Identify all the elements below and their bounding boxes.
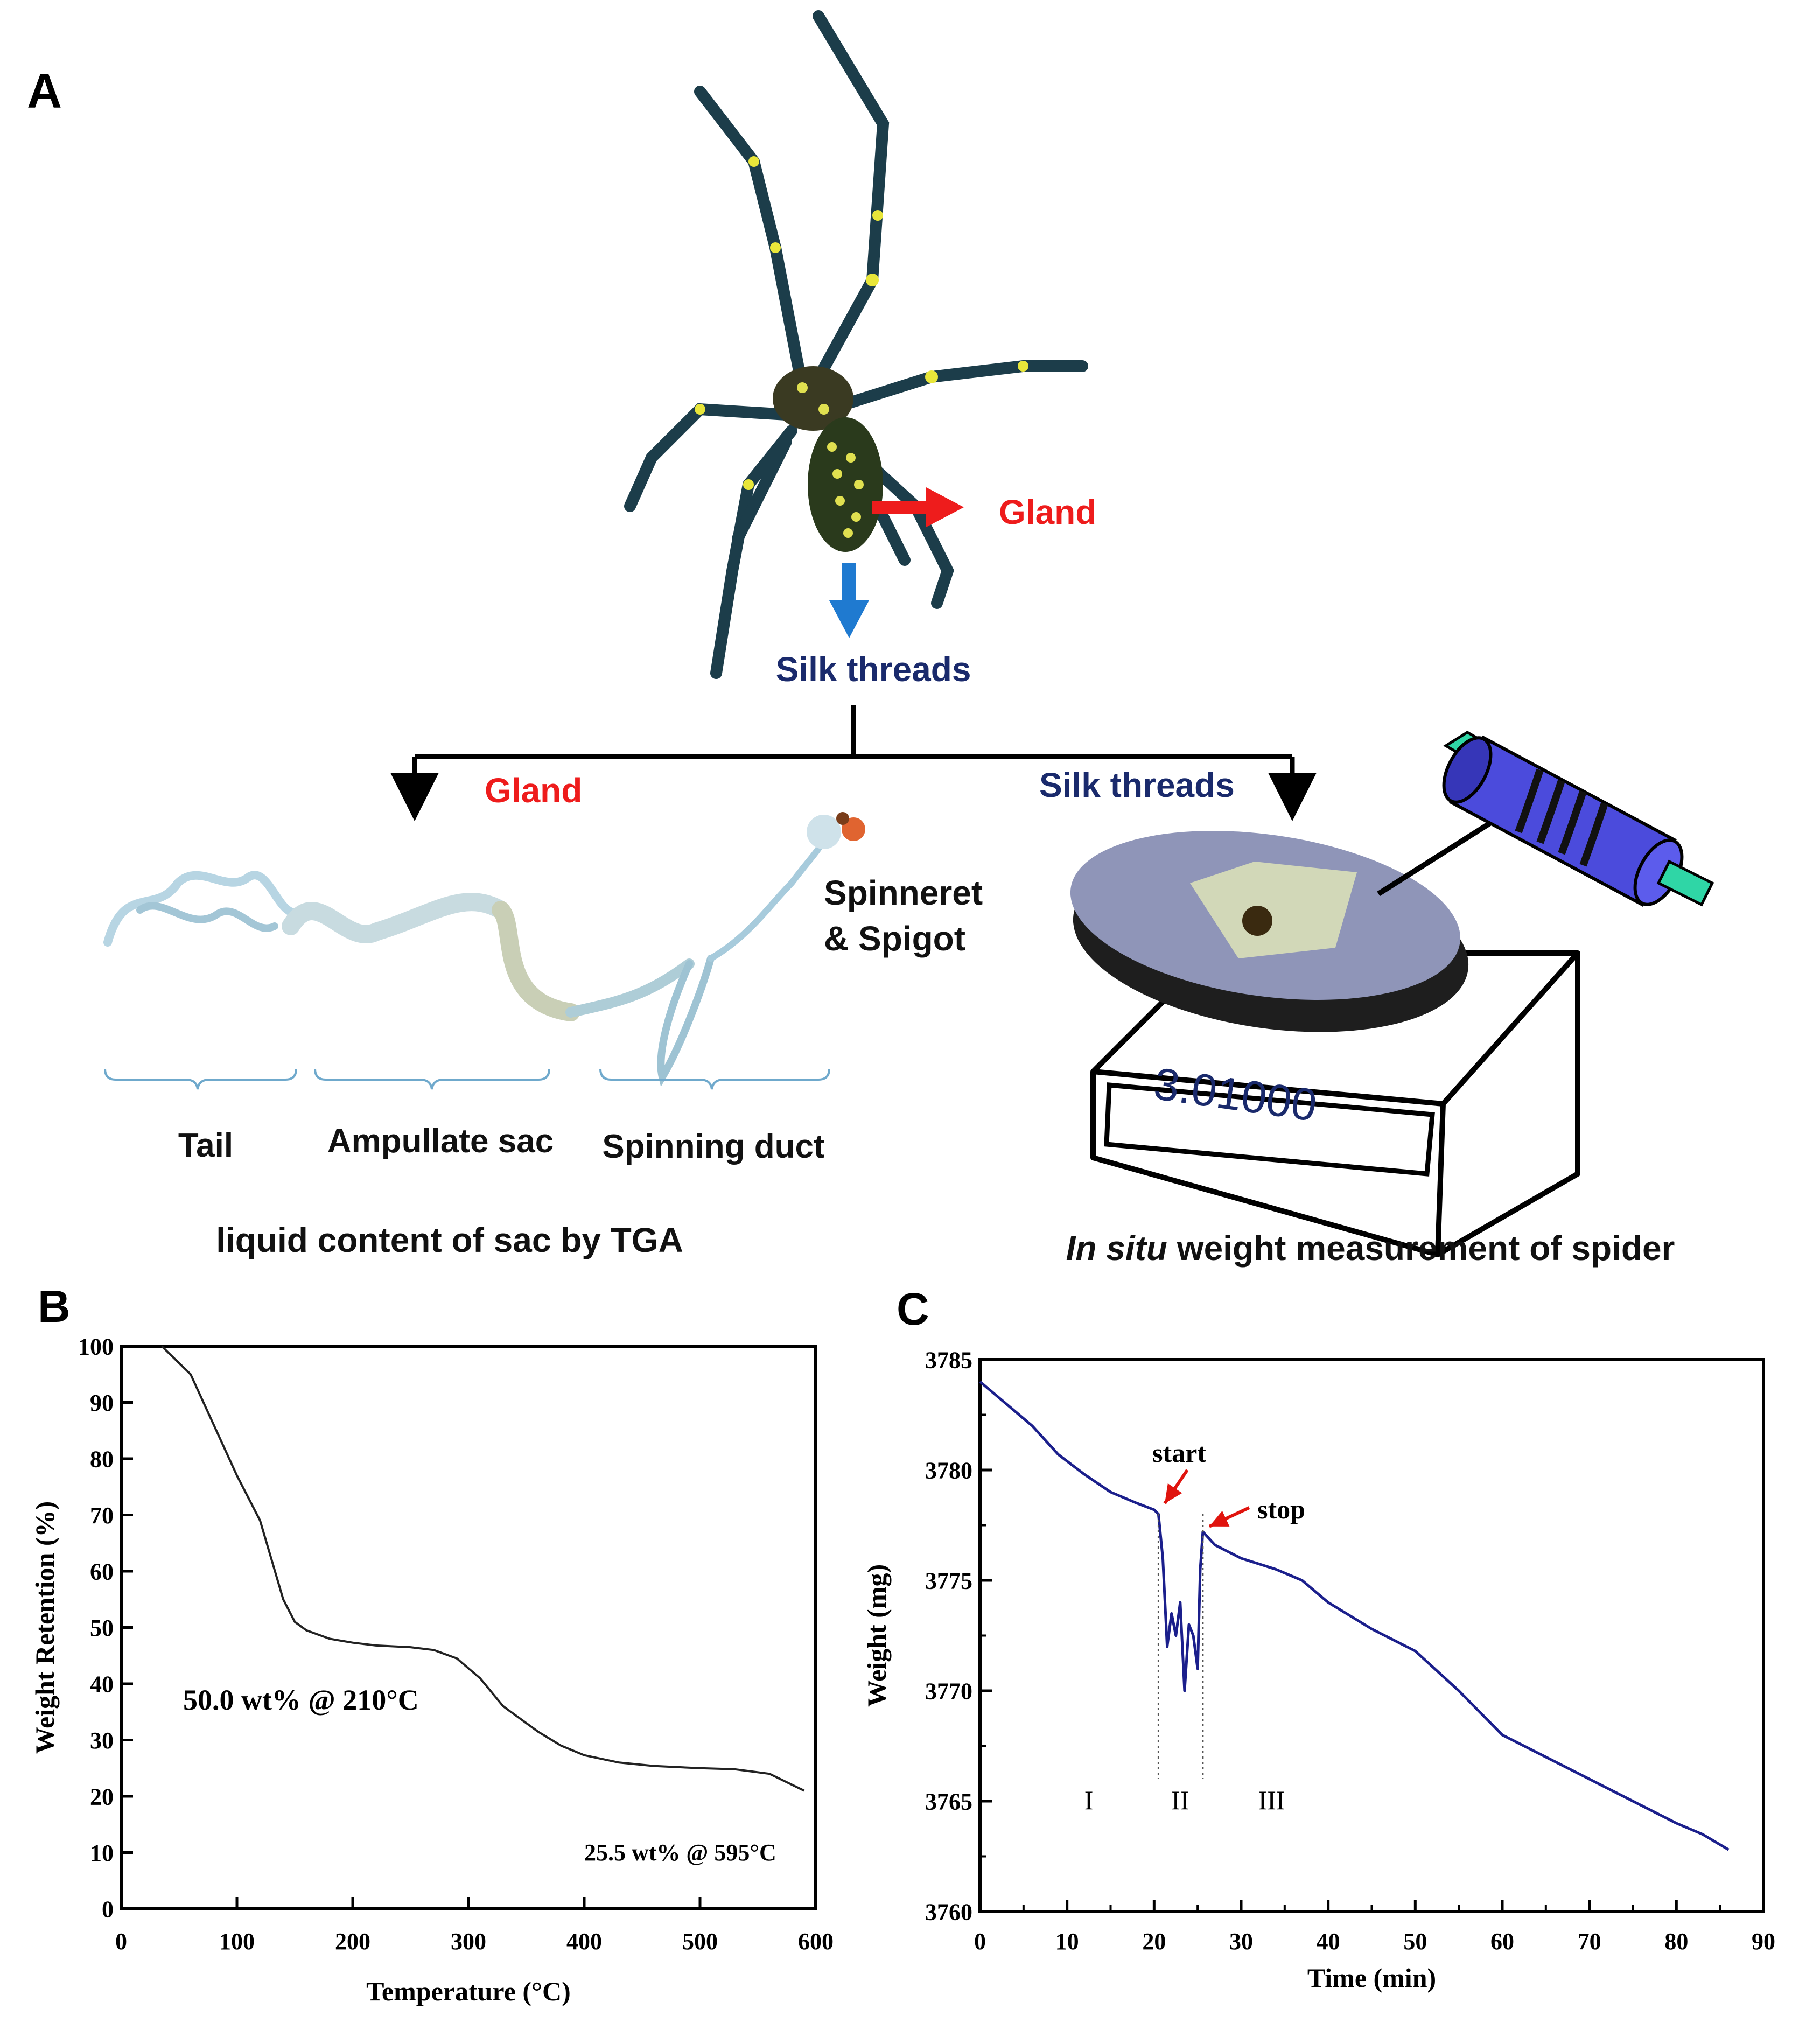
x-tick-label: 100 [219,1928,255,1955]
gland-illustration [103,812,865,1087]
y-tick-label: 70 [90,1502,114,1529]
panel-c-letter: C [897,1284,929,1334]
y-tick-label: 10 [90,1840,114,1866]
branch-silk-label: Silk threads [1039,766,1235,804]
x-tick-label: 90 [1752,1928,1775,1955]
caption-right-italic: In situ [1066,1229,1167,1268]
x-tick-label: 50 [1403,1928,1427,1955]
panel-b-letter: B [38,1281,71,1332]
stop-label: stop [1257,1494,1305,1524]
x-tick-label: 400 [566,1928,602,1955]
scale-illustration [1070,789,1580,1257]
x-tick-label: 40 [1317,1928,1340,1955]
y-tick-label: 3770 [925,1678,972,1704]
x-tick-label: 0 [115,1928,127,1955]
y-tick-label: 40 [90,1671,114,1697]
y-tick-label: 3775 [925,1567,972,1594]
branch-connector [390,705,1317,821]
annotation-210: 50.0 wt% @ 210°C [183,1684,419,1716]
x-tick-label: 80 [1664,1928,1688,1955]
y-tick-label: 30 [90,1727,114,1754]
spinneret-line1: Spinneret [824,873,983,912]
x-tick-label: 30 [1229,1928,1253,1955]
y-axis-label: Weight Retention (%) [30,1501,60,1754]
y-tick-label: 3780 [925,1457,972,1483]
y-tick-label: 80 [90,1446,114,1472]
region-label: I [1084,1785,1094,1815]
x-tick-label: 10 [1055,1928,1079,1955]
gland-braces [104,1068,830,1090]
start-arrow-head [1165,1483,1182,1503]
y-tick-label: 0 [102,1896,114,1922]
x-tick-label: 200 [335,1928,370,1955]
spinneret-line2: & Spigot [824,919,965,958]
y-tick-label: 3760 [925,1899,972,1925]
y-tick-label: 90 [90,1390,114,1416]
stop-arrow-head [1209,1510,1230,1527]
y-tick-label: 20 [90,1783,114,1810]
plot-frame [120,1345,817,1910]
y-tick-label: 60 [90,1558,114,1585]
branch-gland-label: Gland [485,771,582,810]
y-tick-label: 100 [78,1333,114,1360]
region-label: II [1171,1785,1189,1815]
y-tick-label: 3785 [925,1347,972,1373]
silk-arrow [829,563,869,638]
series-line [979,1381,1730,1851]
x-tick-label: 20 [1142,1928,1166,1955]
y-tick-label: 50 [90,1615,114,1641]
caption-right-rest: weight measurement of spider [1167,1229,1675,1268]
start-label: start [1152,1438,1206,1468]
silk-threads-label: Silk threads [776,650,971,689]
spinning-duct-label: Spinning duct [602,1128,824,1165]
gland-arrow [872,487,964,527]
x-tick-label: 600 [798,1928,834,1955]
x-axis-label: Time (min) [1307,1963,1436,1993]
y-tick-label: 3765 [925,1788,972,1815]
annotation-595: 25.5 wt% @ 595°C [584,1839,776,1866]
region-label: III [1258,1785,1285,1815]
tail-label: Tail [178,1127,233,1164]
x-tick-label: 70 [1578,1928,1601,1955]
x-tick-label: 60 [1490,1928,1514,1955]
caption-right: In situ weight measurement of spider [1066,1229,1675,1268]
ampullate-sac-label: Ampullate sac [327,1123,554,1160]
weight-chart: 0 10 20 30 40 50 60 70 80 90 3760 3765 3770 3775 3780 3… [862,1347,1775,1993]
x-tick-label: 300 [451,1928,486,1955]
panel-a-letter: A [27,65,62,118]
x-tick-label: 500 [682,1928,718,1955]
roller-illustration [1442,731,1714,907]
caption-left: liquid content of sac by TGA [216,1221,683,1259]
tga-chart: 0 100 200 300 400 500 600 0 10 20 30 40 50 60 70 80 90 10… [30,1333,834,2006]
y-axis-label: Weight (mg) [862,1564,892,1707]
x-axis-label: Temperature (°C) [366,1976,571,2006]
gland-label: Gland [999,493,1096,531]
series-line [160,1345,805,1792]
x-tick-label: 0 [974,1928,986,1955]
plot-frame [978,1358,1765,1913]
